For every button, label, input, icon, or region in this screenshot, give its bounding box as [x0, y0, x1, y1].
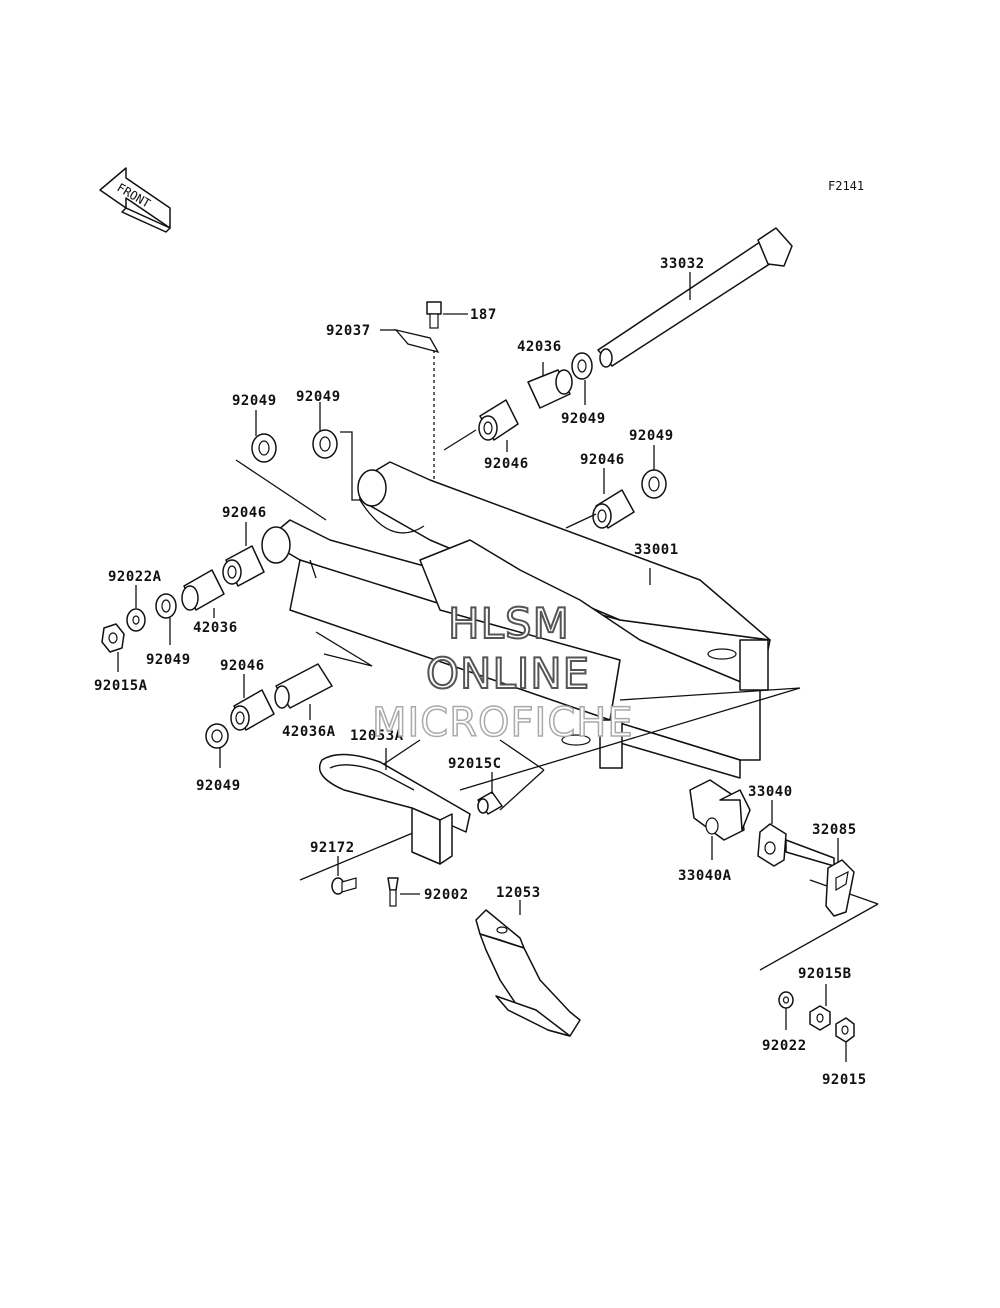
label-33040A: 33040A: [678, 868, 732, 884]
nut-92015B: [809, 1005, 831, 1031]
leader-lines: [235, 429, 879, 971]
label-92015B: 92015B: [798, 966, 852, 982]
label-92022: 92022: [762, 1038, 807, 1054]
swingarm-33001: [261, 461, 771, 779]
label-92002: 92002: [424, 887, 469, 903]
screw-92172: [331, 877, 357, 895]
watermark-line2: ONLINE: [426, 649, 590, 698]
screw-92002: [387, 877, 399, 907]
bolt-187: [426, 301, 442, 329]
chain-guide-12053: [475, 909, 581, 1037]
label-92015: 92015: [822, 1072, 867, 1088]
nut-92015A: [101, 623, 125, 653]
label-92046-b: 92046: [580, 452, 625, 468]
watermark-line1: HLSM: [448, 599, 570, 648]
label-92049-f: 92049: [196, 778, 241, 794]
collar-92015C: [477, 791, 503, 815]
label-92022A: 92022A: [108, 569, 162, 585]
label-92049-a: 92049: [561, 411, 606, 427]
label-12053A: 12053A: [350, 728, 404, 744]
label-92015A: 92015A: [94, 678, 148, 694]
label-92046-c: 92046: [222, 505, 267, 521]
bearing-92046-top: [478, 399, 519, 441]
label-92037: 92037: [326, 323, 371, 339]
label-92049-c: 92049: [296, 389, 341, 405]
label-33040: 33040: [748, 784, 793, 800]
seal-92049-right: [641, 469, 667, 499]
seal-92049-top: [571, 352, 593, 380]
collar-42036A: [274, 663, 333, 709]
chain-slider-12053A: [318, 753, 471, 865]
bearing-92046-lower: [230, 689, 275, 731]
label-42036-left: 42036: [193, 620, 238, 636]
label-92049-e: 92049: [146, 652, 191, 668]
label-92046-a: 92046: [484, 456, 529, 472]
adjuster-block-33040A: [689, 779, 751, 841]
seal-92049-lower: [205, 723, 229, 749]
clip-92037: [394, 328, 440, 354]
collar-42036-left: [181, 569, 225, 611]
bearing-92046-left: [222, 545, 265, 587]
label-92049-b: 92049: [232, 393, 277, 409]
label-92015C: 92015C: [448, 756, 502, 772]
label-92046-d: 92046: [220, 658, 265, 674]
watermark: HLSM ONLINE MICROFICHE: [371, 598, 634, 747]
seal-92049-left1: [251, 433, 277, 463]
washer-92022A: [126, 608, 146, 632]
label-12053: 12053: [496, 885, 541, 901]
seal-92049-left3: [155, 593, 177, 619]
bearing-92046-right: [592, 489, 635, 529]
seal-92049-left2: [312, 429, 338, 459]
collar-42036-top: [527, 369, 573, 409]
pivot-shaft: [597, 227, 793, 368]
label-42036-top: 42036: [517, 339, 562, 355]
watermark-line3: MICROFICHE: [372, 700, 634, 746]
washer-92022: [778, 991, 794, 1009]
diagram-ref-code: F2141: [828, 179, 864, 193]
label-92049-d: 92049: [629, 428, 674, 444]
label-187: 187: [470, 307, 497, 323]
nut-92015: [835, 1017, 855, 1043]
label-32085: 32085: [812, 822, 857, 838]
label-33001: 33001: [634, 542, 679, 558]
label-42036A: 42036A: [282, 724, 336, 740]
front-arrow-icon: FRONT: [99, 167, 171, 233]
adjuster-plate-33040: [757, 823, 835, 867]
label-92172: 92172: [310, 840, 355, 856]
label-33032: 33032: [660, 256, 705, 272]
stopper-32085: [825, 859, 855, 917]
